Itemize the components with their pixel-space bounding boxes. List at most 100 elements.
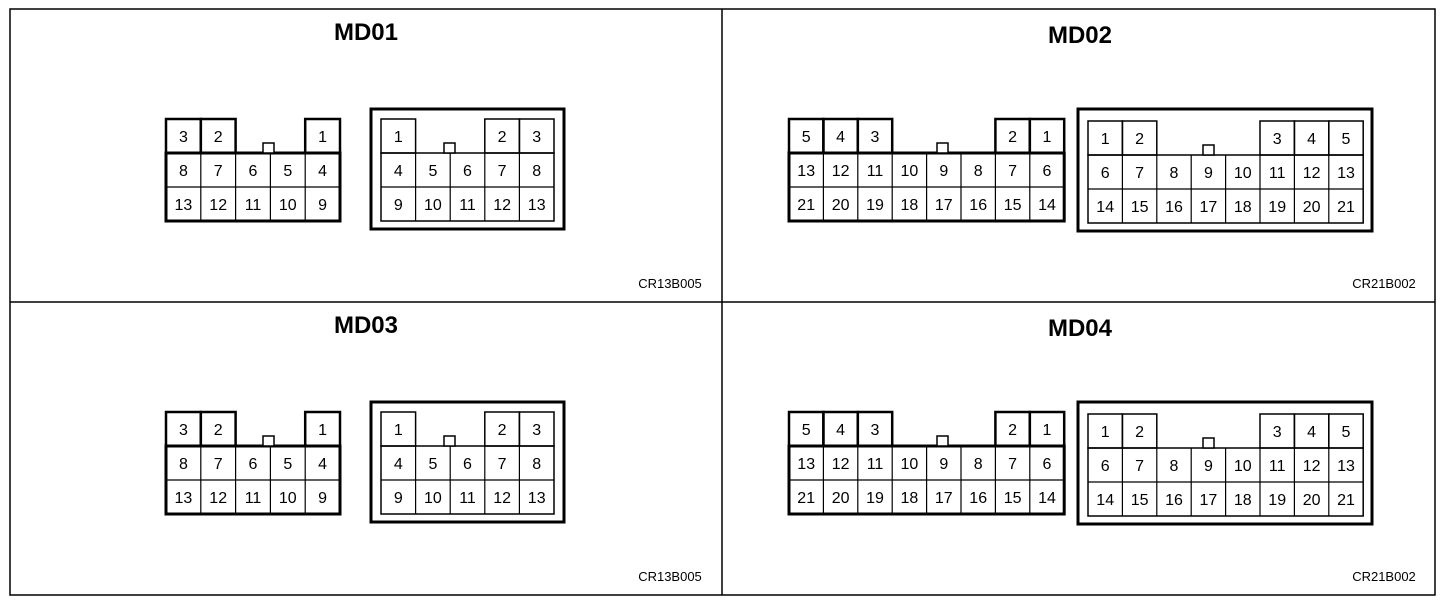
female-connector-pin-label: 11 [1269,458,1286,475]
female-connector-pin-label: 6 [463,163,472,180]
male-connector-pin-label: 8 [974,163,983,180]
female-connector-pin-label: 8 [1170,165,1179,182]
panel-title: MD04 [1048,315,1113,342]
male-connector-pin-label: 10 [901,163,919,180]
male-connector-pin-label: 13 [175,197,193,214]
male-connector-pin-label: 16 [969,197,987,214]
male-connector-pin-label: 8 [179,163,188,180]
male-connector-top-cell [1028,117,1066,155]
male-connector-pin-label: 1 [318,129,327,146]
male-connector-pin-label: 16 [969,490,987,507]
female-connector-pin-label: 17 [1200,492,1218,509]
female-connector-pin-label: 7 [498,456,507,473]
female-connector-top-cell [380,118,417,154]
male-connector-pin-label: 3 [871,422,880,439]
figure-code: CR21B002 [1352,569,1416,584]
male-connector-pin-label: 13 [175,490,193,507]
male-connector-pin-label: 6 [249,163,258,180]
female-connector-pin-label: 13 [528,197,546,214]
male-connector-pin-label: 6 [1043,456,1052,473]
male-connector-top-cell [856,410,894,448]
male-connector-pin-label: 7 [1008,163,1017,180]
female-connector-pin-label: 8 [532,163,541,180]
male-connector-latch-tab [262,142,275,154]
male-connector-latch-tab [262,435,275,447]
female-connector-pin-label: 20 [1303,492,1321,509]
female-connector-pin-label: 5 [428,456,437,473]
male-connector-pin-label: 1 [1043,422,1052,439]
female-connector-pin-label: 8 [532,456,541,473]
female-connector-housing [1076,107,1374,233]
female-connector-pin-label: 20 [1303,199,1321,216]
male-connector-pin-label: 4 [318,163,327,180]
female-connector-housing [369,400,566,524]
male-connector-pin-label: 20 [832,197,850,214]
male-connector-pin-label: 18 [901,197,919,214]
male-connector-top-cell [1028,410,1066,448]
male-connector-pin-label: 17 [935,490,953,507]
male-connector-pin-label: 6 [249,456,258,473]
female-connector-pin-label: 9 [1204,458,1213,475]
female-connector-pin-label: 12 [1303,458,1321,475]
male-connector-pin-label: 12 [209,197,227,214]
female-connector-pin-label: 5 [1342,424,1351,441]
female-connector-pin-label: 1 [1101,424,1110,441]
female-connector-pin-label: 11 [1269,165,1286,182]
male-connector-pin-label: 2 [214,422,223,439]
figure-code: CR13B005 [638,569,702,584]
female-connector-pin-label: 5 [1342,131,1351,148]
female-connector-pin-label: 6 [1101,165,1110,182]
female-connector-pin-label: 15 [1131,199,1149,216]
male-connector-pin-label: 5 [283,163,292,180]
female-connector-pin-label: 12 [493,197,511,214]
female-connector-pin-label: 19 [1268,492,1286,509]
male-connector-pin-label: 4 [836,422,845,439]
female-connector-pin-label: 9 [1204,165,1213,182]
male-connector-pin-label: 13 [797,163,815,180]
female-connector-pin-label: 16 [1165,199,1183,216]
female-connector-pin-label: 6 [1101,458,1110,475]
female-connector-pin-label: 10 [1234,165,1252,182]
male-connector-pin-label: 3 [179,422,188,439]
panel-title: MD02 [1048,22,1112,49]
female-connector-top-cell [518,411,555,447]
female-connector-pin-label: 5 [428,163,437,180]
panel-title: MD01 [334,19,398,46]
female-connector-pin-label: 7 [498,163,507,180]
male-connector-pin-label: 11 [867,163,884,180]
male-connector-pin-label: 17 [935,197,953,214]
female-connector-pin-label: 4 [394,456,403,473]
male-connector-pin-label: 4 [836,129,845,146]
female-connector-pin-label: 14 [1096,199,1114,216]
male-connector-top-cell [199,117,237,155]
male-connector-pin-label: 11 [245,490,262,507]
female-connector-top-cell [1121,120,1158,156]
female-connector-pin-label: 9 [394,197,403,214]
male-connector-pin-label: 11 [867,456,884,473]
female-connector-top-cell [380,411,417,447]
male-connector-top-cell [303,410,342,448]
female-connector-latch-tab [443,435,456,447]
figure-code: CR13B005 [638,276,702,291]
female-connector-pin-label: 4 [1307,131,1316,148]
female-connector-pin-label: 3 [532,422,541,439]
female-connector-pin-label: 6 [463,456,472,473]
female-connector-pin-label: 9 [394,490,403,507]
male-connector-pin-label: 2 [214,129,223,146]
female-connector-pin-label: 17 [1200,199,1218,216]
male-connector-pin-label: 9 [939,456,948,473]
male-connector-pin-label: 2 [1008,129,1017,146]
male-connector-pin-label: 4 [318,456,327,473]
female-connector-pin-label: 21 [1337,492,1355,509]
female-connector-pin-label: 15 [1131,492,1149,509]
male-connector-pin-label: 10 [901,456,919,473]
female-connector-top-cell [518,118,555,154]
male-connector-pin-label: 5 [283,456,292,473]
male-connector-latch-tab [936,435,949,447]
female-connector-latch-tab [443,142,456,154]
